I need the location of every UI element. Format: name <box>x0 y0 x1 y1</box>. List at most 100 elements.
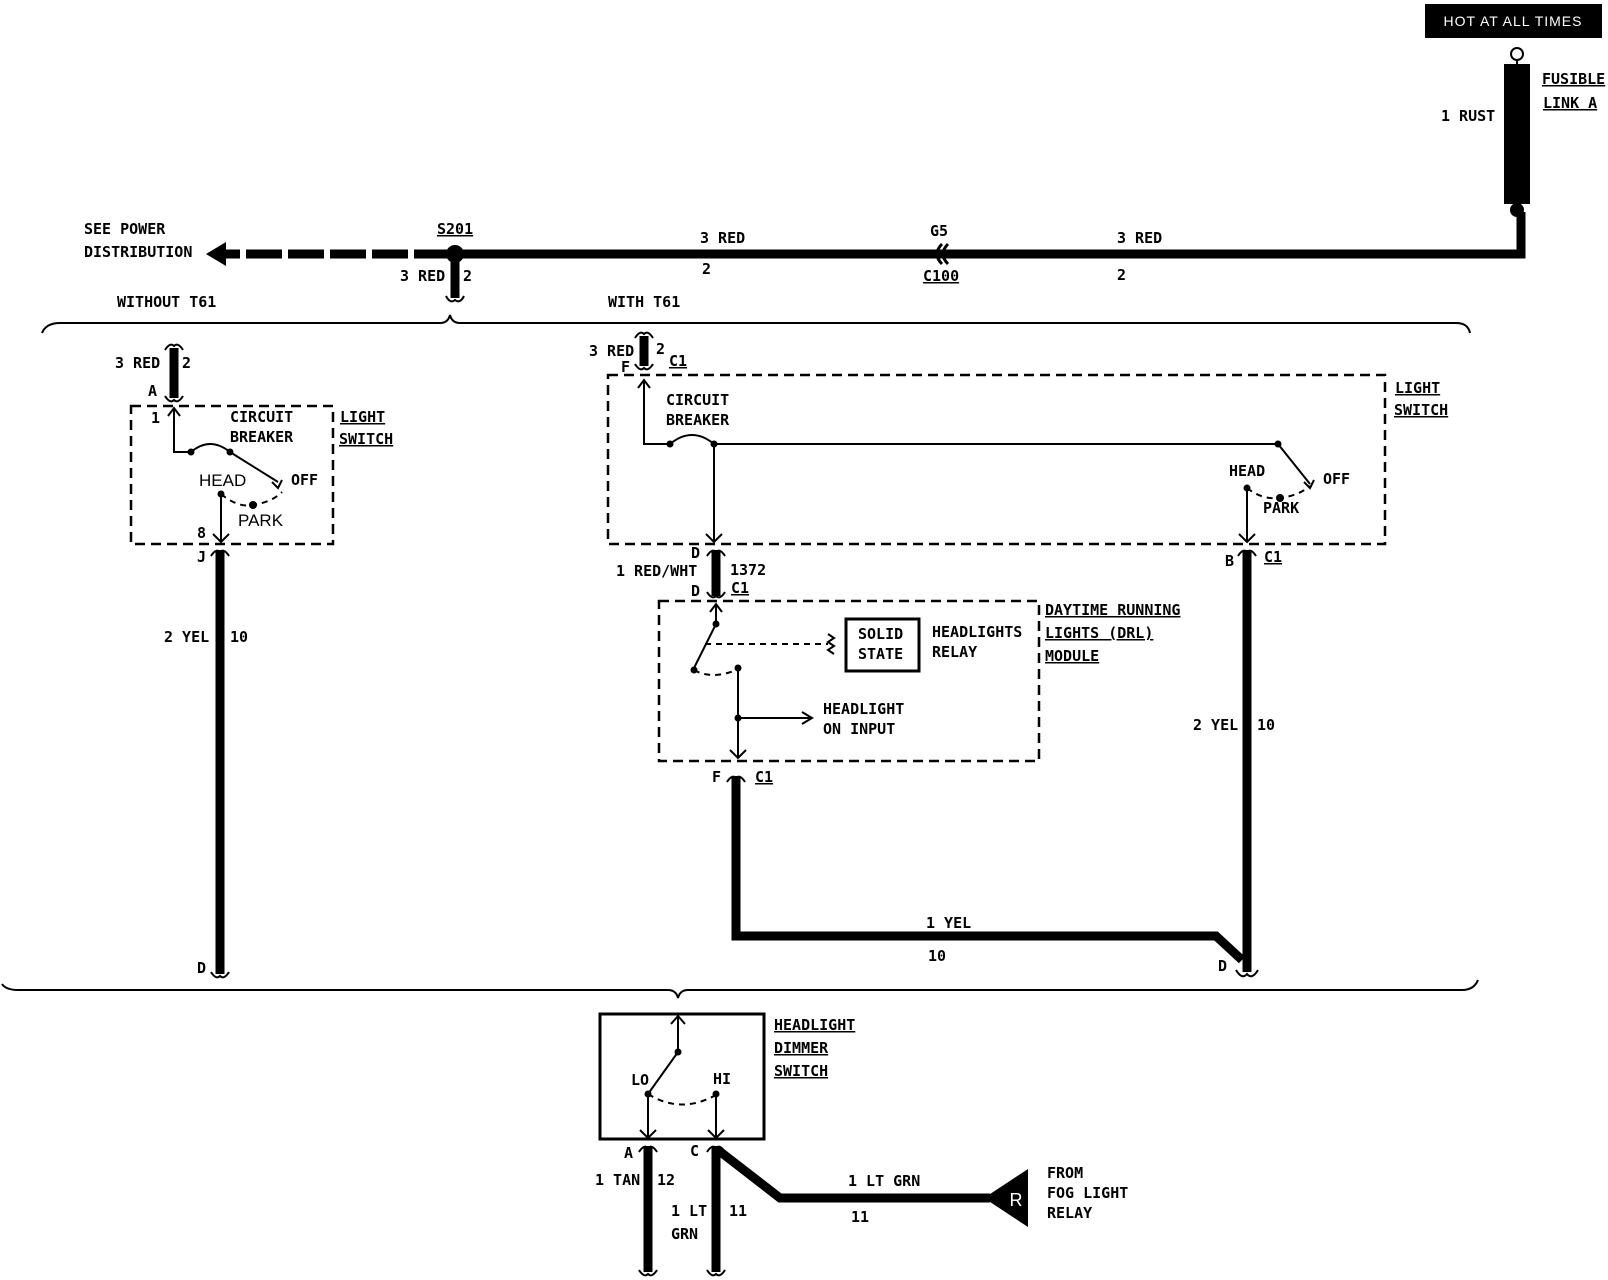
connector-c100-mark <box>935 242 944 266</box>
headlight-input-label-2: ON INPUT <box>823 720 895 738</box>
dimmer-a-circuit-label: 12 <box>657 1171 675 1189</box>
variant-bracket-top: WITHOUT T61 WITH T61 <box>41 293 1471 334</box>
dimmer-title-2: DIMMER <box>774 1039 829 1057</box>
mid-circuit-label: 2 <box>702 260 711 278</box>
right-circuit-label: 2 <box>1117 266 1126 284</box>
fusible-link-a: 1 RUST FUSIBLE LINK A <box>1441 47 1605 217</box>
left-top-wire-label: 3 RED <box>115 354 160 372</box>
left-head-label: HEAD <box>199 471 246 490</box>
left-switch-title-1: LIGHT <box>340 408 385 426</box>
variant-bracket-bottom <box>1 979 1479 999</box>
right-switch-title-2: SWITCH <box>1394 401 1448 419</box>
relay-label-2: RELAY <box>932 643 977 661</box>
from-fog-label-3: RELAY <box>1047 1204 1092 1222</box>
left-pin-j-label: J <box>197 548 206 566</box>
right-switch-title-1: LIGHT <box>1395 379 1440 397</box>
fog-wire-label: 1 LT GRN <box>848 1172 920 1190</box>
power-feed-wire: SEE POWER DISTRIBUTION S201 3 RED 2 3 RE… <box>84 212 1526 303</box>
with-t61-label: WITH T61 <box>608 293 680 311</box>
mid-wire-label: 3 RED <box>700 229 745 247</box>
solid-state-label-1: SOLID <box>858 625 903 643</box>
drl-pin-f-label: F <box>712 768 721 786</box>
c100-label: C100 <box>923 267 959 285</box>
drl-pin-d-label: D <box>691 582 700 600</box>
right-light-switch-group: 3 RED 2 F C1 LIGHT SWITCH CIRCUIT BREAKE… <box>589 331 1448 978</box>
dimmer-lo-label: LO <box>631 1071 649 1089</box>
dimmer-c-wire-label-1: 1 LT <box>671 1202 707 1220</box>
drl-module-box <box>657 599 1041 763</box>
right-cb-label-1: CIRCUIT <box>666 391 729 409</box>
right-pin-f-label: F <box>621 358 630 376</box>
right-head-label: HEAD <box>1229 462 1265 480</box>
left-top-circuit-label: 2 <box>182 354 191 372</box>
dimmer-c-circuit-label: 11 <box>729 1202 747 1220</box>
right-top-wire-label: 3 RED <box>589 342 634 360</box>
dimmer-switch-box <box>598 1012 766 1141</box>
left-down-circuit-label: 10 <box>230 628 248 646</box>
dimmer-pin-a-label: A <box>624 1144 633 1162</box>
left-cb-label-1: CIRCUIT <box>230 408 293 426</box>
left-park-label: PARK <box>238 511 284 530</box>
right-off-label: OFF <box>1323 470 1350 488</box>
see-power-label-2: DISTRIBUTION <box>84 243 192 261</box>
right-c1-top-label: C1 <box>669 352 687 370</box>
headlight-dimmer-switch-group: HEADLIGHT DIMMER SWITCH LO HI A 1 TAN 12… <box>595 1012 1128 1277</box>
relay-label-1: HEADLIGHTS <box>932 623 1022 641</box>
left-pin-1-label: 1 <box>151 409 160 427</box>
join-wire-label: 1 YEL <box>926 914 971 932</box>
left-cb-label-2: BREAKER <box>230 428 294 446</box>
right-b-circuit-label: 10 <box>1257 716 1275 734</box>
see-power-label-1: SEE POWER <box>84 220 166 238</box>
s201-wire-label: 3 RED <box>400 267 445 285</box>
left-light-switch-group: 3 RED 2 A LIGHT SWITCH CIRCUIT BREAKER 1… <box>115 343 393 979</box>
fusible-link-title-2: LINK A <box>1543 94 1597 112</box>
right-light-switch-box <box>606 373 1387 546</box>
solid-state-relay-box <box>844 617 921 673</box>
right-pin-d-top-label: D <box>691 544 700 562</box>
s201-circuit-label: 2 <box>463 267 472 285</box>
g5-label: G5 <box>930 222 948 240</box>
right-b-wire-label: 2 YEL <box>1193 716 1238 734</box>
left-light-switch-box <box>129 404 335 546</box>
from-fog-label-2: FOG LIGHT <box>1047 1184 1128 1202</box>
dimmer-hi-label: HI <box>713 1070 731 1088</box>
left-switch-title-2: SWITCH <box>339 430 393 448</box>
splice-s201 <box>446 245 464 263</box>
hot-at-all-times-badge: HOT AT ALL TIMES <box>1425 4 1602 38</box>
splice-label: S201 <box>437 220 473 238</box>
right-cb-label-2: BREAKER <box>666 411 730 429</box>
drl-c1-out-label: C1 <box>755 768 773 786</box>
fog-light-relay-source: R <box>984 1169 1028 1227</box>
from-fog-label-1: FROM <box>1047 1164 1083 1182</box>
dimmer-a-wire-label: 1 TAN <box>595 1171 640 1189</box>
left-pin-a-label: A <box>148 382 157 400</box>
right-c1-b-label: C1 <box>1264 548 1282 566</box>
left-off-label: OFF <box>291 471 318 489</box>
dimmer-c-wire-label-2: GRN <box>671 1225 698 1243</box>
right-pin-d-bottom-label: D <box>1218 957 1227 975</box>
left-pin-d-label: D <box>197 959 206 977</box>
relay-letter: R <box>1010 1190 1023 1210</box>
join-circuit-label: 10 <box>928 947 946 965</box>
left-pin-8-label: 8 <box>197 524 206 542</box>
headlight-input-label-1: HEADLIGHT <box>823 700 904 718</box>
fog-circuit-label: 11 <box>851 1208 869 1226</box>
drl-title-3: MODULE <box>1045 647 1099 665</box>
drl-wire-label: 1 RED/WHT <box>616 562 697 580</box>
right-pin-b-label: B <box>1225 552 1234 570</box>
dimmer-title-3: SWITCH <box>774 1062 828 1080</box>
right-wire-label: 3 RED <box>1117 229 1162 247</box>
drl-title-1: DAYTIME RUNNING <box>1045 601 1180 619</box>
fusible-link-wire-label: 1 RUST <box>1441 107 1495 125</box>
drl-title-2: LIGHTS (DRL) <box>1045 624 1153 642</box>
without-t61-label: WITHOUT T61 <box>117 293 216 311</box>
drl-circuit-label: 1372 <box>730 561 766 579</box>
drl-c1-label: C1 <box>731 579 749 597</box>
solid-state-label-2: STATE <box>858 645 903 663</box>
dimmer-pin-c-label: C <box>690 1142 699 1160</box>
dimmer-title-1: HEADLIGHT <box>774 1016 855 1034</box>
badge-label: HOT AT ALL TIMES <box>1444 13 1583 29</box>
right-top-circuit-label: 2 <box>656 340 665 358</box>
left-down-wire-label: 2 YEL <box>164 628 209 646</box>
right-park-label: PARK <box>1263 499 1299 517</box>
